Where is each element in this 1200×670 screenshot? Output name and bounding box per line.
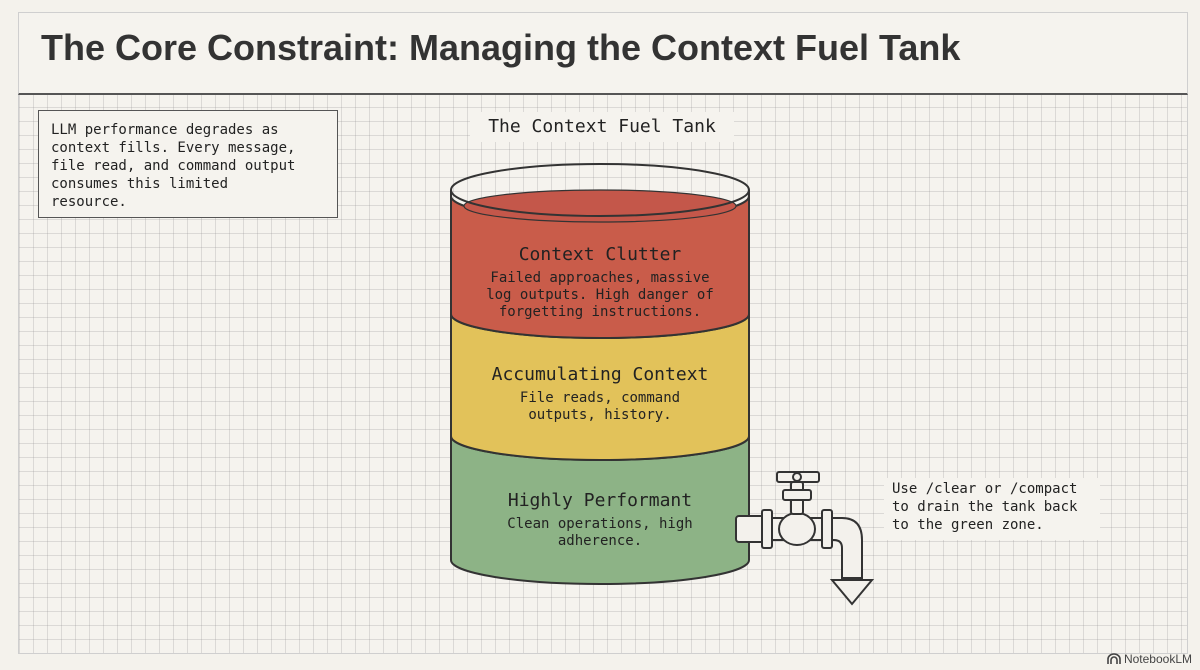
layer-name-yellow: Accumulating Context [491, 364, 709, 385]
tip-text: Use /clear or /compact to drain the tank… [892, 481, 1078, 533]
page-title: The Core Constraint: Managing the Contex… [41, 27, 961, 68]
layer-label-red: Context Clutter Failed approaches, massi… [455, 244, 745, 321]
brand-watermark: NotebookLM [1107, 652, 1192, 666]
layer-name-green: Highly Performant [507, 490, 693, 511]
tip-box: Use /clear or /compact to drain the tank… [884, 478, 1100, 540]
title-bar: The Core Constraint: Managing the Contex… [18, 12, 1188, 95]
layer-label-green: Highly Performant Clean operations, high… [455, 490, 745, 550]
tank-body [450, 163, 750, 585]
notebooklm-logo-icon [1107, 653, 1121, 664]
liquid-surface [463, 189, 737, 223]
intro-note-box: LLM performance degrades as context fill… [38, 110, 338, 218]
intro-note-text: LLM performance degrades as context fill… [51, 122, 296, 210]
faucet-icon [735, 471, 875, 606]
tank-title: The Context Fuel Tank [470, 112, 734, 142]
layer-name-red: Context Clutter [518, 244, 682, 265]
brand-label: NotebookLM [1123, 652, 1192, 666]
layer-description-red: Failed approaches, massive log outputs. … [486, 270, 714, 320]
layer-label-yellow: Accumulating Context File reads, command… [455, 364, 745, 424]
layer-description-green: Clean operations, high adherence. [507, 516, 693, 549]
layer-description-yellow: File reads, command outputs, history. [519, 390, 681, 423]
